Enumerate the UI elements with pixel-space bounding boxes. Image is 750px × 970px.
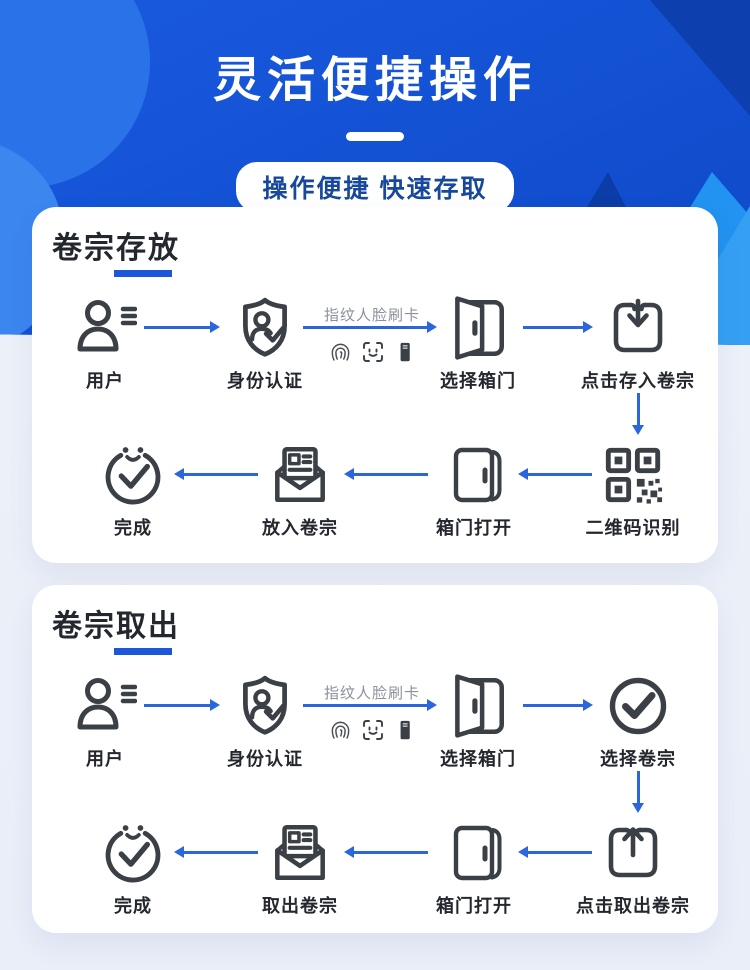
step-take-out-file: 取出卷宗 [230, 818, 370, 918]
box-arrow-up-icon [601, 818, 665, 888]
fingerprint-icon [329, 341, 352, 364]
step-label: 用户 [86, 371, 124, 391]
step-put-in-file: 放入卷宗 [230, 440, 370, 540]
title-underline [114, 270, 172, 277]
flow-arrow-right [144, 321, 220, 333]
auth-methods-hint: 指纹人脸刷卡 [323, 307, 420, 324]
envelope-doc-icon [267, 818, 333, 888]
step-select-door: 选择箱门 [408, 671, 548, 771]
flow-arrow-down [632, 393, 644, 435]
step-label: 身份认证 [227, 749, 303, 769]
card-title: 卷宗取出 [52, 610, 180, 643]
step-click-store: 点击存入卷宗 [568, 293, 708, 393]
envelope-doc-icon [267, 440, 333, 510]
face-scan-icon [361, 718, 385, 742]
title-divider [346, 132, 404, 141]
step-identity-auth: 身份认证 [195, 293, 335, 393]
shield-auth-icon [232, 293, 298, 363]
step-label: 用户 [86, 749, 124, 769]
page-title: 灵活便捷操作 [212, 54, 537, 107]
step-complete: 完成 [63, 440, 203, 540]
step-label: 二维码识别 [585, 518, 681, 538]
step-label: 取出卷宗 [262, 896, 338, 916]
flow-arrow-left [174, 468, 258, 480]
flow-arrow-left [518, 846, 592, 858]
step-user: 用户 [35, 671, 175, 771]
step-select-file: 选择卷宗 [568, 671, 708, 771]
door-ajar-icon [442, 818, 506, 888]
step-identity-auth: 身份认证 [195, 671, 335, 771]
box-arrow-down-icon [606, 293, 670, 363]
step-label: 完成 [114, 896, 152, 916]
step-label: 箱门打开 [436, 896, 512, 916]
face-scan-icon [361, 340, 385, 364]
step-label: 点击存入卷宗 [581, 371, 695, 391]
step-label: 箱门打开 [436, 518, 512, 538]
flow-arrow-right [303, 699, 437, 711]
flow-arrow-left [518, 468, 592, 480]
flow-arrow-down [632, 771, 644, 813]
hero-banner: 灵活便捷操作 操作便捷 快速存取 [0, 0, 750, 345]
step-label: 身份认证 [227, 371, 303, 391]
qr-code-icon [602, 440, 664, 510]
storage-flow-card: 卷宗存放 用户 身份认证 指纹人脸刷卡 选择箱门 [32, 207, 718, 563]
step-label: 选择箱门 [440, 749, 516, 769]
flow-arrow-right [523, 699, 593, 711]
subtitle-badge: 操作便捷 快速存取 [235, 162, 515, 212]
step-label: 选择箱门 [440, 371, 516, 391]
shield-auth-icon [232, 671, 298, 741]
card-title: 卷宗存放 [52, 232, 180, 265]
user-icon [73, 671, 137, 741]
circle-check-icon [606, 671, 670, 741]
step-user: 用户 [35, 293, 175, 393]
smile-check-icon [99, 818, 167, 888]
flow-arrow-left [174, 846, 258, 858]
smile-check-icon [99, 440, 167, 510]
step-click-retrieve: 点击取出卷宗 [563, 818, 703, 918]
door-ajar-icon [442, 440, 506, 510]
flow-arrow-left [344, 468, 428, 480]
title-underline [114, 648, 172, 655]
flow-arrow-right [523, 321, 593, 333]
door-open-icon [445, 671, 511, 741]
step-label: 完成 [114, 518, 152, 538]
step-complete: 完成 [63, 818, 203, 918]
step-qr-scan: 二维码识别 [563, 440, 703, 540]
flow-arrow-right [303, 321, 437, 333]
auth-methods-hint: 指纹人脸刷卡 [323, 685, 420, 702]
step-label: 点击取出卷宗 [576, 896, 690, 916]
fingerprint-icon [329, 719, 352, 742]
step-label: 放入卷宗 [262, 518, 338, 538]
flow-arrow-left [344, 846, 428, 858]
retrieval-flow-card: 卷宗取出 用户 身份认证 指纹人脸刷卡 选择箱门 [32, 585, 718, 933]
step-label: 选择卷宗 [600, 749, 676, 769]
user-icon [73, 293, 137, 363]
flow-arrow-right [144, 699, 220, 711]
step-door-opened: 箱门打开 [404, 440, 544, 540]
step-door-opened: 箱门打开 [404, 818, 544, 918]
step-select-door: 选择箱门 [408, 293, 548, 393]
door-open-icon [445, 293, 511, 363]
